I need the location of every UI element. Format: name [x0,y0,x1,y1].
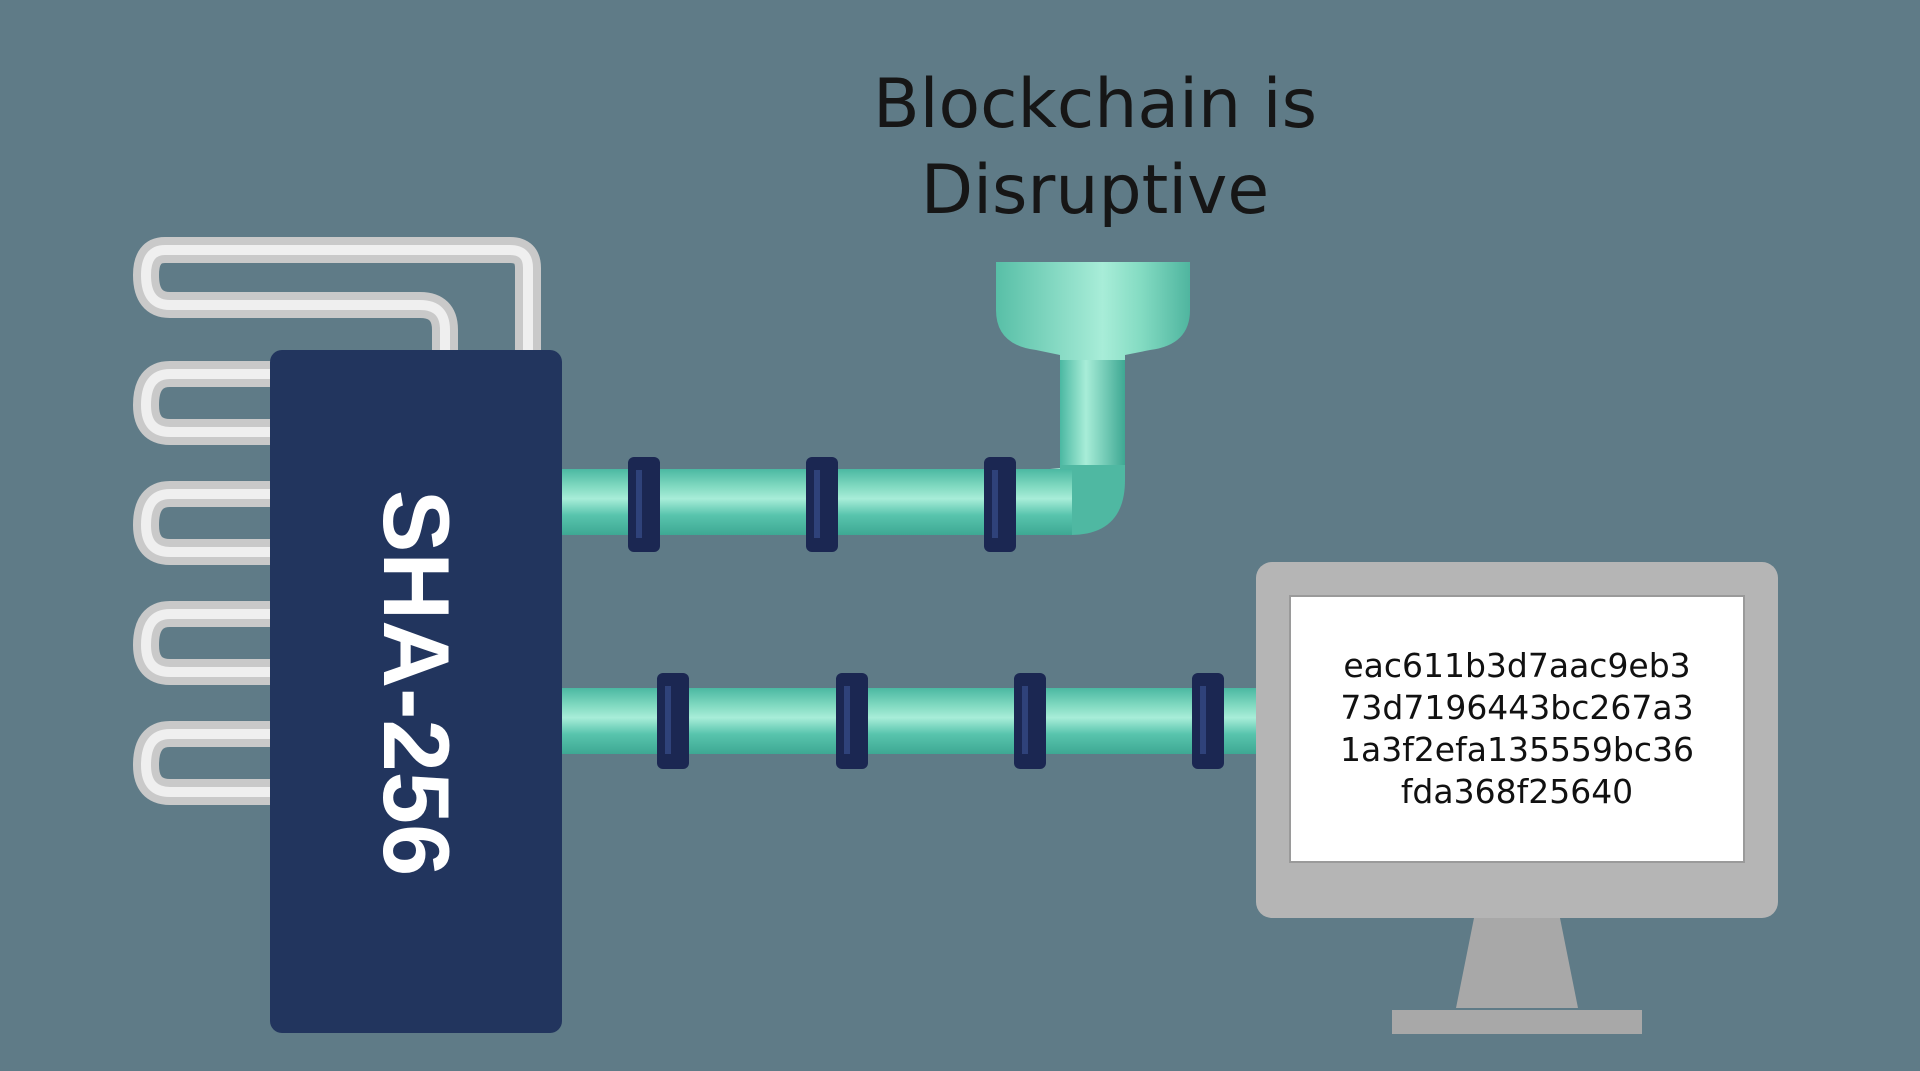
hash-output: eac611b3d7aac9eb3 73d7196443bc267a3 1a3f… [1339,646,1695,811]
monitor-icon [1256,562,1778,1034]
algorithm-label: SHA-256 [364,489,469,877]
cooling-coil-icon [133,237,541,805]
hash-machine-icon [270,350,562,1033]
input-text: Blockchain is Disruptive [873,65,1317,230]
